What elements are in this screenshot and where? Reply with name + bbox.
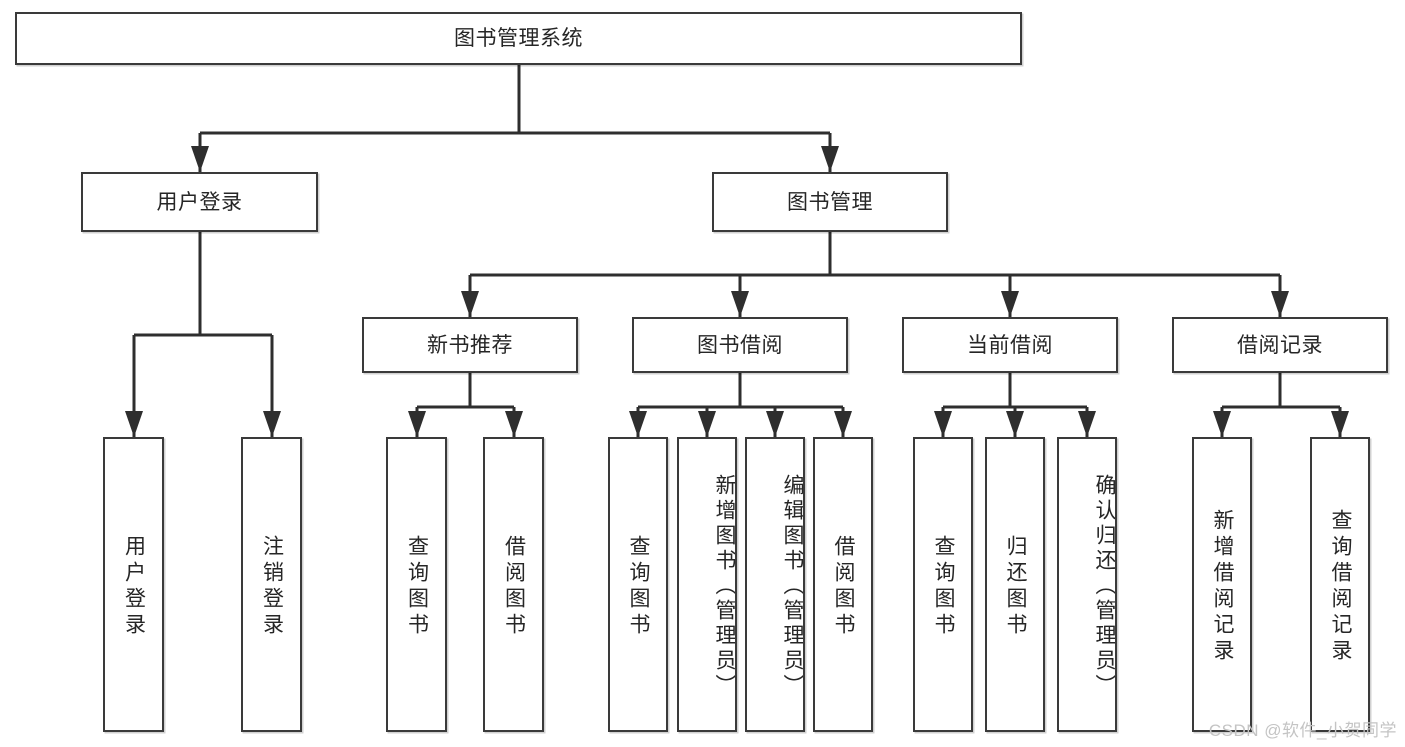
watermark-label: CSDN @软件_小贺同学 xyxy=(1208,721,1397,740)
arrowhead-leaf-borrow-book-1 xyxy=(505,411,523,437)
node-new-book-rec[interactable]: 新书推荐 xyxy=(362,317,578,373)
node-current-borrow[interactable]: 当前借阅 xyxy=(902,317,1118,373)
arrowhead-book-manage xyxy=(821,146,839,172)
node-label-leaf-logout: 注销登录 xyxy=(260,534,284,639)
node-leaf-logout[interactable]: 注销登录 xyxy=(241,437,302,732)
node-label-leaf-borrow-book-1: 借阅图书 xyxy=(502,534,526,639)
node-label-leaf-confirm-return: 确认归还（管理员） xyxy=(1093,474,1115,699)
node-label-leaf-query-book-3: 查询图书 xyxy=(932,534,956,639)
arrowhead-book-borrow xyxy=(731,291,749,317)
arrowhead-leaf-confirm-return xyxy=(1078,411,1096,437)
node-leaf-edit-book[interactable]: 编辑图书（管理员） xyxy=(745,437,805,732)
node-leaf-add-record[interactable]: 新增借阅记录 xyxy=(1192,437,1252,732)
node-label-leaf-query-record: 查询借阅记录 xyxy=(1329,508,1353,665)
node-leaf-confirm-return[interactable]: 确认归还（管理员） xyxy=(1057,437,1117,732)
node-leaf-query-book-3[interactable]: 查询图书 xyxy=(913,437,973,732)
arrowhead-leaf-return-book xyxy=(1006,411,1024,437)
arrowhead-current-borrow xyxy=(1001,291,1019,317)
node-leaf-user-login[interactable]: 用户登录 xyxy=(103,437,164,732)
node-label-current-borrow: 当前借阅 xyxy=(967,333,1053,357)
node-root[interactable]: 图书管理系统 xyxy=(15,12,1022,65)
node-label-leaf-user-login: 用户登录 xyxy=(122,534,146,639)
node-book-borrow[interactable]: 图书借阅 xyxy=(632,317,848,373)
arrowhead-leaf-add-book xyxy=(698,411,716,437)
arrowhead-new-book-rec xyxy=(461,291,479,317)
node-leaf-borrow-book-1[interactable]: 借阅图书 xyxy=(483,437,544,732)
node-label-new-book-rec: 新书推荐 xyxy=(427,333,513,357)
node-label-user-login: 用户登录 xyxy=(156,190,243,214)
node-user-login[interactable]: 用户登录 xyxy=(81,172,318,232)
arrowhead-leaf-logout xyxy=(263,411,281,437)
arrowhead-leaf-query-book-1 xyxy=(408,411,426,437)
node-label-leaf-edit-book: 编辑图书（管理员） xyxy=(781,474,803,699)
node-label-leaf-query-book-1: 查询图书 xyxy=(405,534,429,639)
arrowhead-leaf-add-record xyxy=(1213,411,1231,437)
node-label-leaf-return-book: 归还图书 xyxy=(1004,534,1028,639)
arrowhead-leaf-query-record xyxy=(1331,411,1349,437)
arrowhead-leaf-borrow-book-2 xyxy=(834,411,852,437)
arrowhead-borrow-record xyxy=(1271,291,1289,317)
arrowhead-leaf-user-login xyxy=(125,411,143,437)
node-label-leaf-borrow-book-2: 借阅图书 xyxy=(832,534,856,639)
node-label-root: 图书管理系统 xyxy=(454,27,583,50)
node-leaf-query-record[interactable]: 查询借阅记录 xyxy=(1310,437,1370,732)
arrowhead-user-login xyxy=(191,146,209,172)
node-label-leaf-query-book-2: 查询图书 xyxy=(627,534,651,639)
node-label-borrow-record: 借阅记录 xyxy=(1237,333,1323,357)
node-label-leaf-add-record: 新增借阅记录 xyxy=(1211,508,1235,665)
node-leaf-borrow-book-2[interactable]: 借阅图书 xyxy=(813,437,873,732)
node-leaf-add-book[interactable]: 新增图书（管理员） xyxy=(677,437,737,732)
node-leaf-return-book[interactable]: 归还图书 xyxy=(985,437,1045,732)
arrowhead-leaf-edit-book xyxy=(766,411,784,437)
node-label-book-borrow: 图书借阅 xyxy=(697,333,783,357)
arrowhead-leaf-query-book-3 xyxy=(934,411,952,437)
node-borrow-record[interactable]: 借阅记录 xyxy=(1172,317,1388,373)
node-label-leaf-add-book: 新增图书（管理员） xyxy=(713,474,735,699)
node-label-book-manage: 图书管理 xyxy=(787,190,873,214)
node-leaf-query-book-1[interactable]: 查询图书 xyxy=(386,437,447,732)
arrowhead-leaf-query-book-2 xyxy=(629,411,647,437)
node-book-manage[interactable]: 图书管理 xyxy=(712,172,948,232)
node-leaf-query-book-2[interactable]: 查询图书 xyxy=(608,437,668,732)
